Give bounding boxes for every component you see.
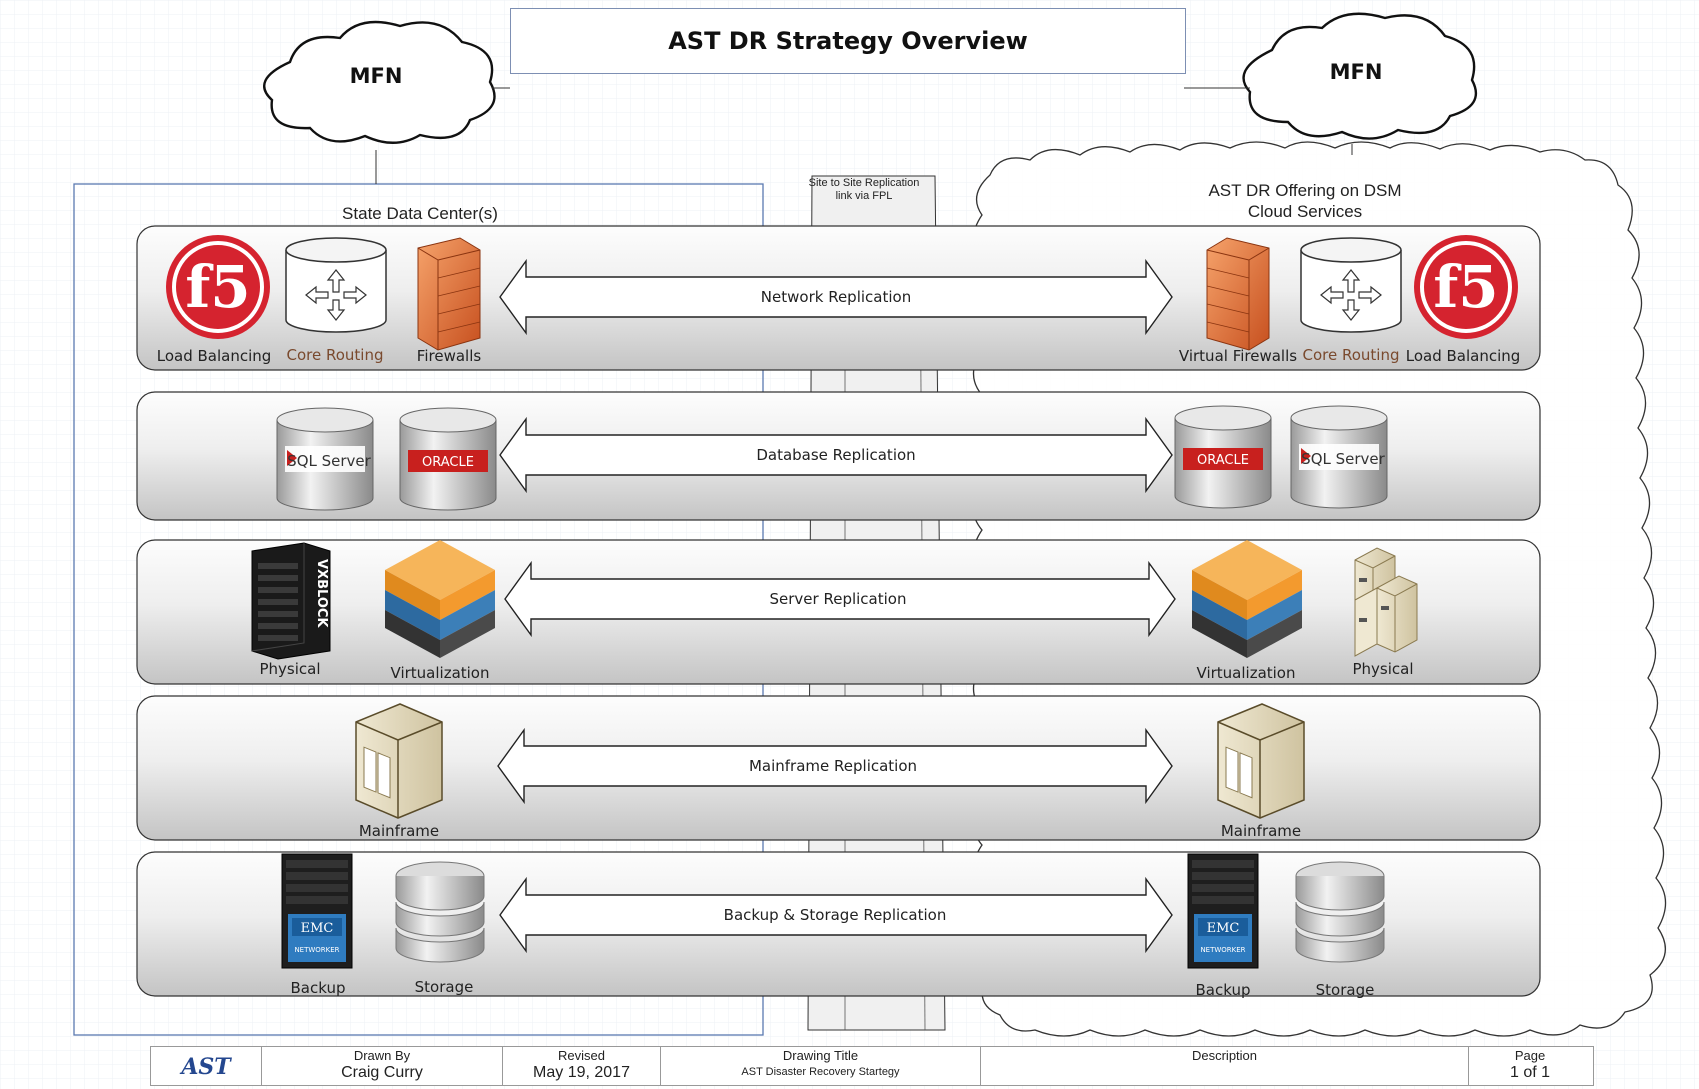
replication-arrow: [504, 560, 1176, 638]
backup-caption: Backup: [1195, 981, 1251, 999]
f5-logo-icon: f5: [166, 235, 270, 339]
router-cylinder-icon: [285, 237, 387, 333]
ast-logo: AST: [151, 1047, 262, 1085]
replication-arrow: [499, 258, 1173, 336]
virtualization-stack-icon: [385, 540, 495, 658]
right-cloud-label: MFN: [1329, 60, 1383, 84]
ast-logo-text: AST: [181, 1053, 231, 1080]
page-cell: Page 1 of 1: [1469, 1047, 1591, 1085]
drawn-by-value: Craig Curry: [341, 1064, 423, 1081]
drawing-title-cell: Drawing Title AST Disaster Recovery Star…: [661, 1047, 981, 1085]
load-balancing-caption: Load Balancing: [156, 347, 272, 365]
drawing-title-label: Drawing Title: [782, 1048, 859, 1063]
oracle-db-icon: ORACLE: [1174, 405, 1272, 509]
storage-caption: Storage: [414, 978, 474, 996]
drawing-title-value: AST Disaster Recovery Startegy: [741, 1066, 900, 1078]
physical-caption: Physical: [259, 660, 321, 678]
core-routing-caption: Core Routing: [286, 346, 384, 364]
title-block: AST Drawn By Craig Curry Revised May 19,…: [150, 1046, 1594, 1086]
virtualization-stack-icon: [1192, 540, 1302, 658]
virtualization-caption: Virtualization: [390, 664, 490, 682]
virtual-firewalls-caption: Virtual Firewalls: [1178, 347, 1298, 365]
backup-storage-replication-label: Backup & Storage Replication: [723, 906, 947, 924]
vxblock-rack-icon: VXBLOCK: [251, 542, 331, 660]
description-cell: Description: [981, 1047, 1469, 1085]
page-value: 1 of 1: [1509, 1064, 1551, 1081]
left-cloud-label: MFN: [349, 64, 403, 88]
svg-text:ORACLE: ORACLE: [1197, 453, 1249, 468]
storage-cylinder-icon: [395, 861, 485, 963]
backup-caption: Backup: [290, 979, 346, 997]
description-label: Description: [1191, 1048, 1258, 1063]
revised-label: Revised: [558, 1048, 605, 1063]
mainframe-replication-label: Mainframe Replication: [748, 757, 918, 775]
network-replication-label: Network Replication: [760, 288, 912, 306]
f5-logo-icon: f5: [1414, 235, 1518, 339]
sql-server-icon: SQL Server: [276, 407, 374, 511]
revised-cell: Revised May 19, 2017: [503, 1047, 661, 1085]
mainframe-icon: [1217, 703, 1305, 819]
cloud-icon: [1242, 12, 1478, 140]
svg-text:f5: f5: [1433, 253, 1498, 321]
replication-arrow: [497, 727, 1173, 805]
server-replication-label: Server Replication: [769, 590, 907, 608]
replication-arrow: [499, 876, 1173, 954]
svg-text:NETWORKER: NETWORKER: [1200, 946, 1245, 954]
site-to-site-label: Site to Site Replication link via FPL: [808, 177, 920, 202]
physical-caption: Physical: [1352, 660, 1414, 678]
svg-text:f5: f5: [185, 253, 250, 321]
virtualization-caption: Virtualization: [1196, 664, 1296, 682]
svg-text:VXBLOCK: VXBLOCK: [314, 559, 329, 628]
router-cylinder-icon: [1300, 237, 1402, 333]
diagram-title-box: AST DR Strategy Overview: [510, 8, 1186, 74]
database-replication-label: Database Replication: [756, 446, 916, 464]
emc-networker-icon: EMC NETWORKER: [281, 853, 353, 969]
storage-cylinder-icon: [1295, 861, 1385, 963]
drawn-by-cell: Drawn By Craig Curry: [262, 1047, 503, 1085]
drawn-by-label: Drawn By: [353, 1048, 411, 1063]
replication-arrow: [499, 416, 1173, 494]
storage-caption: Storage: [1315, 981, 1375, 999]
svg-text:SQL Server: SQL Server: [1301, 450, 1385, 468]
svg-text:NETWORKER: NETWORKER: [294, 946, 339, 954]
svg-text:EMC: EMC: [1207, 921, 1240, 936]
revised-value: May 19, 2017: [533, 1064, 630, 1081]
svg-text:SQL Server: SQL Server: [287, 452, 371, 470]
server-tower-icon: [1354, 547, 1418, 657]
svg-text:EMC: EMC: [301, 921, 334, 936]
page-label: Page: [1514, 1048, 1546, 1063]
emc-networker-icon: EMC NETWORKER: [1187, 853, 1259, 969]
mainframe-caption: Mainframe: [358, 822, 440, 840]
cloud-icon: [263, 20, 496, 144]
mainframe-icon: [355, 703, 443, 819]
sql-server-icon: SQL Server: [1290, 405, 1388, 509]
diagram-title: AST DR Strategy Overview: [668, 27, 1028, 55]
core-routing-caption: Core Routing: [1302, 346, 1400, 364]
svg-text:ORACLE: ORACLE: [422, 455, 474, 470]
load-balancing-caption: Load Balancing: [1405, 347, 1521, 365]
dr-offering-label: AST DR Offering on DSM Cloud Services: [1208, 181, 1402, 221]
state-data-center-label: State Data Center(s): [342, 204, 498, 223]
firewall-icon: [1206, 237, 1270, 351]
mainframe-caption: Mainframe: [1220, 822, 1302, 840]
firewalls-caption: Firewalls: [416, 347, 482, 365]
firewall-icon: [417, 237, 481, 351]
oracle-db-icon: ORACLE: [399, 407, 497, 511]
